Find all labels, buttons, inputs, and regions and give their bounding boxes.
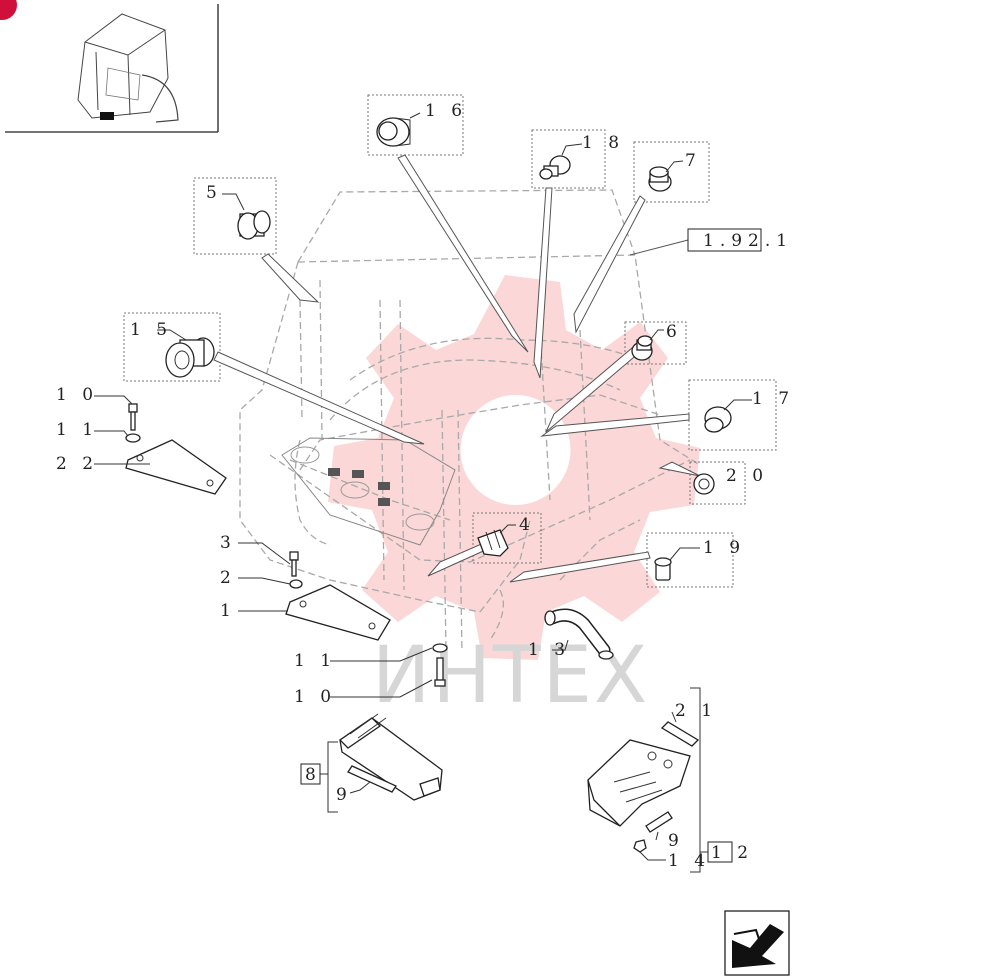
- part-10-bolt-bottom: [434, 657, 446, 687]
- label-6: 6: [666, 322, 682, 342]
- label-14: 1 4: [668, 851, 710, 871]
- part-box-5: [193, 177, 277, 255]
- label-9-left: 9: [336, 785, 352, 805]
- corner-badge: [0, 0, 17, 20]
- label-10-bottom: 1 0: [294, 687, 336, 707]
- label-1: 1: [220, 601, 236, 621]
- part-14-nut: [633, 839, 647, 853]
- part-18-plug: [539, 155, 571, 180]
- label-11-bottom: 1 1: [294, 651, 336, 671]
- part-2-washer: [289, 579, 303, 589]
- part-box-16: [367, 94, 464, 156]
- arrow-icon: [732, 924, 784, 968]
- label-19: 1 9: [703, 538, 745, 558]
- part-11-washer-bottom: [432, 643, 448, 653]
- label-16: 1 6: [425, 101, 467, 121]
- label-4: 4: [519, 515, 535, 535]
- part-box-15: [123, 312, 221, 382]
- part-19-sleeve: [654, 557, 672, 581]
- part-box-20: [689, 461, 746, 505]
- part-9-strip-right: [645, 811, 673, 833]
- part-15-plug: [165, 337, 215, 378]
- label-12: 1 2: [711, 843, 753, 863]
- part-17-plug: [704, 406, 732, 433]
- part-7-cap: [648, 166, 672, 192]
- part-box-6: [624, 321, 687, 365]
- part-box-17: [688, 379, 777, 451]
- label-20: 2 0: [726, 466, 768, 486]
- part-16-grommet: [376, 117, 411, 147]
- part-10-bolt-top: [128, 403, 138, 431]
- label-8: 8: [305, 765, 321, 785]
- label-18: 1 8: [582, 133, 624, 153]
- part-box-4: [472, 512, 542, 564]
- label-10-top: 1 0: [56, 385, 98, 405]
- part-4-clip: [477, 529, 509, 557]
- label-15: 1 5: [130, 320, 172, 340]
- bracket-8-9: [300, 741, 338, 813]
- part-9-strip-left: [347, 765, 397, 793]
- arrow-outline-icon: [733, 928, 761, 943]
- part-1-cover-plate: [285, 584, 391, 641]
- part-box-19: [646, 532, 734, 588]
- label-2: 2: [220, 568, 236, 588]
- part-22-cover-plate: [125, 439, 227, 495]
- part-20-plug: [693, 473, 715, 495]
- label-11-top: 1 1: [56, 420, 98, 440]
- bracket-12-group: [690, 687, 733, 873]
- label-7: 7: [685, 151, 701, 171]
- part-box-7: [633, 141, 710, 203]
- label-9-right: 9: [668, 831, 684, 851]
- leader-arrows: [213, 154, 701, 583]
- label-22: 2 2: [56, 454, 98, 474]
- reference-label: 1.92.1: [703, 231, 793, 251]
- cab-thumbnail: [5, 4, 219, 133]
- label-leaders: [94, 112, 752, 861]
- part-5-plug: [237, 210, 271, 240]
- reference-box: [687, 228, 762, 252]
- next-page-arrow-button[interactable]: [724, 910, 790, 976]
- cab-floor-plate: [281, 437, 456, 546]
- label-3: 3: [220, 533, 236, 553]
- label-17: 1 7: [752, 389, 794, 409]
- part-13-hose: [544, 608, 614, 660]
- part-6-plug: [631, 335, 653, 361]
- part-12-air-duct: [587, 739, 691, 827]
- label-5: 5: [206, 183, 222, 203]
- part-box-18: [531, 129, 606, 189]
- label-21: 2 1: [675, 701, 717, 721]
- label-13: 1 3: [528, 640, 570, 660]
- part-21-strip: [660, 721, 700, 747]
- part-11-washer-top: [125, 433, 141, 443]
- part-3-bolt: [289, 551, 299, 577]
- part-8-air-duct: [338, 713, 443, 801]
